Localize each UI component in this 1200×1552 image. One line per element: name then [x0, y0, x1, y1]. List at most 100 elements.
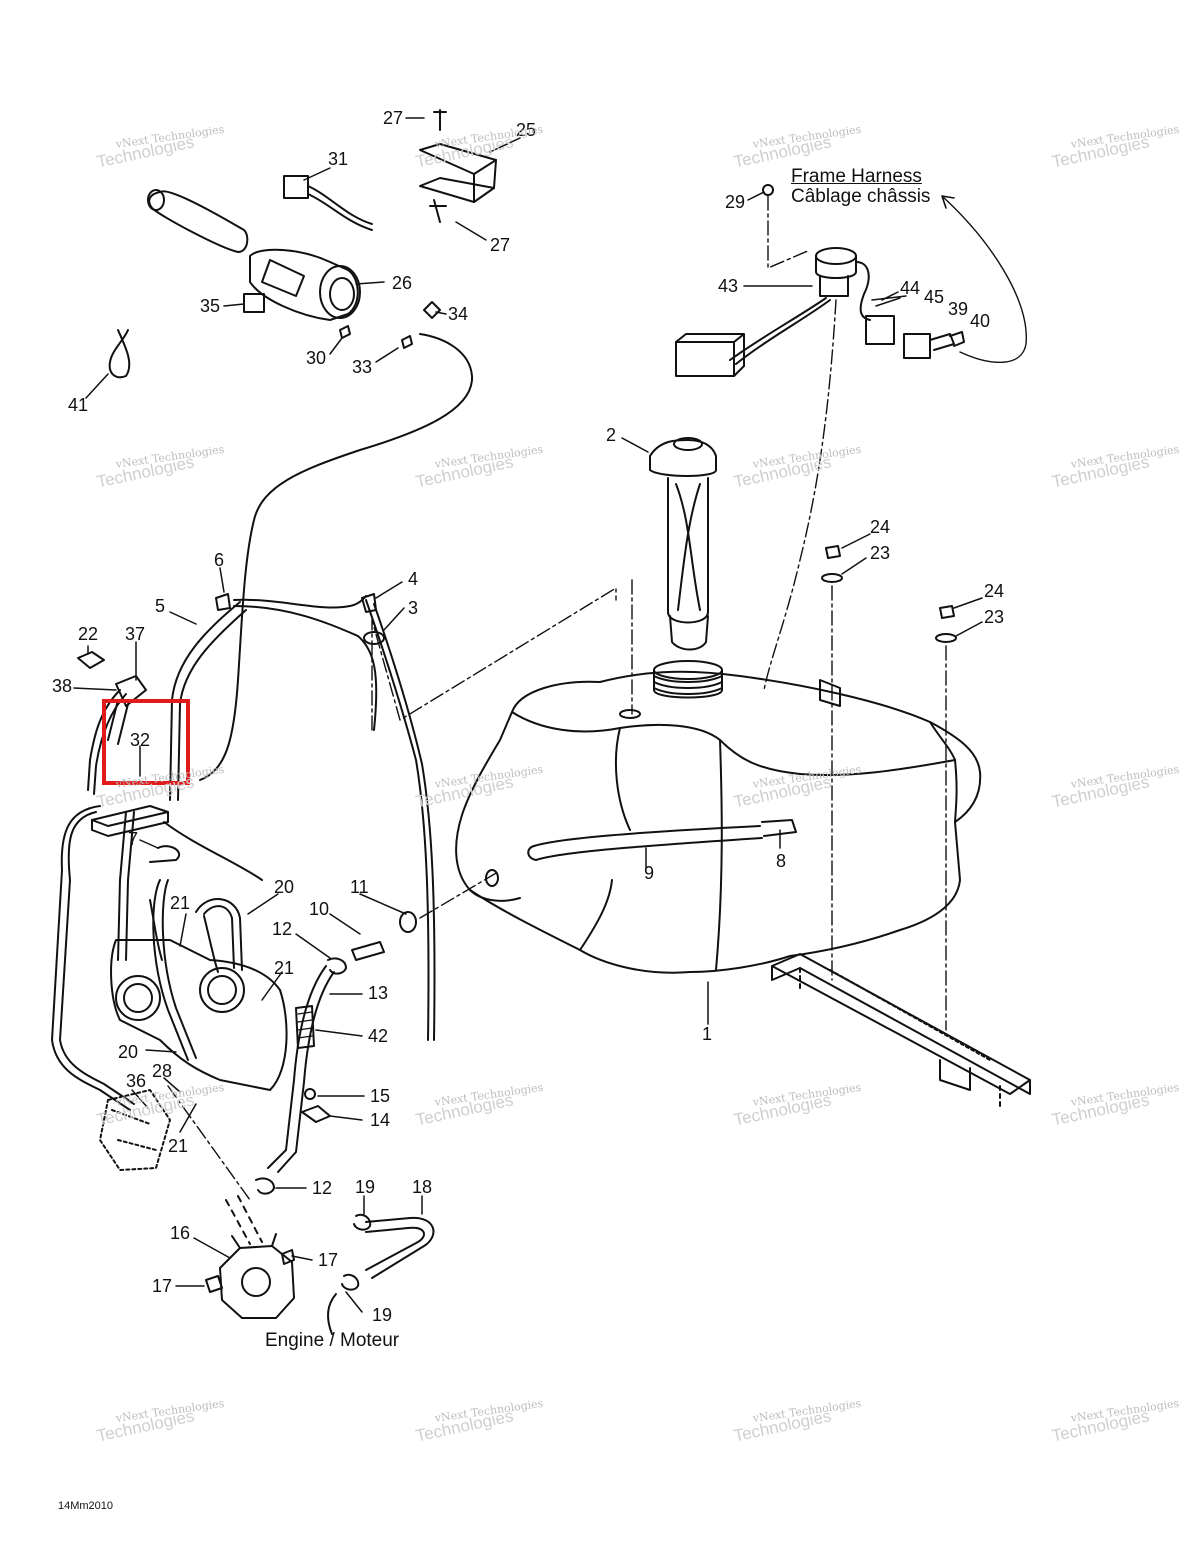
cap-6: [215, 593, 231, 611]
callout-19: 19: [372, 1305, 393, 1325]
callout-17: 17: [152, 1276, 173, 1296]
callout-5: 5: [155, 596, 166, 616]
fitting-33: [401, 335, 413, 349]
callout-19: 19: [355, 1177, 376, 1197]
throttle-grip: [147, 189, 249, 253]
callout-27: 27: [490, 235, 511, 255]
nut-29: [762, 184, 774, 196]
nut-24a: [825, 545, 841, 559]
callout-32: 32: [130, 730, 151, 750]
callout-40: 40: [970, 311, 991, 331]
frame-harness-title-fr: Câblage châssis: [791, 186, 931, 207]
callout-27: 27: [383, 108, 404, 128]
callout-23: 23: [870, 543, 891, 563]
fuel-gauge-sender: [649, 437, 717, 651]
carburetor-assembly: [91, 805, 288, 1171]
callout-11: 11: [350, 877, 369, 897]
callout-1: 1: [702, 1024, 713, 1044]
leader-lines: [73, 117, 983, 1313]
block-35: [243, 293, 265, 313]
callout-21: 21: [168, 1136, 189, 1156]
screw-17b: [281, 1249, 295, 1265]
callout-45: 45: [924, 287, 945, 307]
throttle-switch: [283, 175, 373, 231]
callout-39: 39: [948, 299, 969, 319]
grommet-3: [363, 631, 385, 645]
callout-13: 13: [368, 983, 389, 1003]
callout-22: 22: [78, 624, 99, 644]
bracket-25: [419, 109, 497, 223]
callout-37: 37: [125, 624, 146, 644]
callout-36: 36: [126, 1071, 147, 1091]
washer-23b: [935, 633, 957, 643]
callout-20: 20: [274, 877, 295, 897]
nut-30: [339, 325, 351, 339]
callout-10: 10: [309, 899, 330, 919]
frame-harness-title: Frame Harness: [791, 166, 922, 187]
oil-line-38: [107, 675, 147, 745]
callout-6: 6: [214, 550, 225, 570]
callout-24: 24: [870, 517, 891, 537]
callout-30: 30: [306, 348, 327, 368]
callout-15: 15: [370, 1086, 391, 1106]
callout-28: 28: [152, 1061, 173, 1081]
oil-injection-lines: [51, 689, 263, 1111]
callout-9: 9: [644, 863, 655, 883]
gasket-22: [77, 651, 105, 669]
callout-21: 21: [170, 893, 191, 913]
callout-20: 20: [118, 1042, 139, 1062]
callout-8: 8: [776, 851, 787, 871]
callout-7: 7: [128, 829, 139, 849]
callout-23: 23: [984, 607, 1005, 627]
clamp-41: [108, 329, 131, 379]
highlight-box: [102, 699, 190, 785]
callout-25: 25: [516, 120, 537, 140]
assembly-lines: [167, 195, 947, 1201]
callout-33: 33: [352, 357, 373, 377]
fuel-line-connector-10: [351, 941, 385, 961]
elbow-4: [361, 593, 377, 613]
callout-29: 29: [725, 192, 746, 212]
fuel-line-13: [267, 965, 335, 1173]
callout-4: 4: [408, 569, 419, 589]
fitting-15-14: [301, 1088, 331, 1123]
callout-2: 2: [606, 425, 617, 445]
callout-24: 24: [984, 581, 1005, 601]
cable-tie-7: [149, 845, 181, 863]
callout-3: 3: [408, 598, 419, 618]
fuel-tank: [455, 660, 982, 974]
grommet-11: [399, 911, 417, 933]
callout-38: 38: [52, 676, 73, 696]
hose-clamp-12: [327, 957, 347, 975]
callout-26: 26: [392, 273, 413, 293]
vent-hose-18: [327, 1213, 435, 1335]
nut-24b: [939, 605, 955, 619]
engine-label: Engine / Moteur: [265, 1330, 400, 1351]
callout-44: 44: [900, 278, 921, 298]
hose-clamp-12b: [255, 1177, 275, 1195]
connector-44-45: [865, 295, 965, 359]
callout-17: 17: [318, 1250, 339, 1270]
callout-16: 16: [170, 1223, 191, 1243]
screw-34: [423, 301, 441, 319]
tank-bracket: [771, 953, 1031, 1109]
throttle-housing: [249, 248, 361, 321]
harness-route-arrow: [941, 195, 1027, 363]
callout-43: 43: [718, 276, 739, 296]
washer-23a: [821, 573, 843, 583]
callout-12: 12: [272, 919, 293, 939]
callout-41: 41: [68, 395, 89, 415]
callout-21: 21: [274, 958, 295, 978]
fuel-pump: [219, 1195, 295, 1319]
callout-35: 35: [200, 296, 221, 316]
callout-34: 34: [448, 304, 469, 324]
fuel-level-sensor: [675, 247, 871, 377]
throttle-cable: [169, 333, 474, 1041]
callout-14: 14: [370, 1110, 391, 1130]
diagram-code: 14Mm2010: [58, 1500, 114, 1512]
callout-12: 12: [312, 1178, 333, 1198]
callout-31: 31: [328, 149, 349, 169]
callout-42: 42: [368, 1026, 389, 1046]
callout-18: 18: [412, 1177, 433, 1197]
